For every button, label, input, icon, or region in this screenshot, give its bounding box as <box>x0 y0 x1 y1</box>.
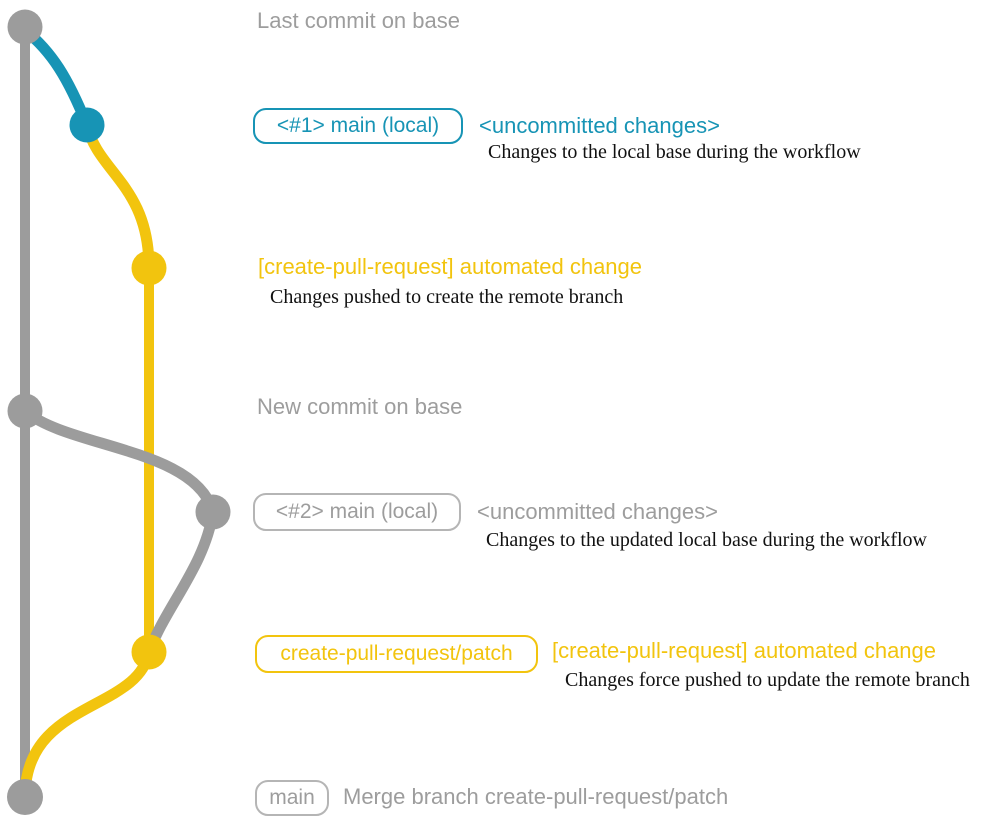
commit-dot-patch-2 <box>131 634 167 670</box>
commit-dot-new-base <box>7 393 43 429</box>
annotation-new-commit-on-base: New commit on base <box>257 394 463 419</box>
commit-title-automated-change-1: [create-pull-request] automated change <box>258 254 643 279</box>
annotation-last-commit-on-base: Last commit on base <box>257 8 460 33</box>
commit-dot-merge <box>7 779 43 815</box>
commit-dot-main-local-2 <box>195 494 231 530</box>
commit-desc-automated-change-2: Changes force pushed to update the remot… <box>565 669 970 691</box>
branch-tag-main: main <box>255 780 329 816</box>
branch-tag-main-text: main <box>269 786 315 809</box>
branch-tag-patch-text: create-pull-request/patch <box>280 642 513 665</box>
branch-curve-force-push <box>143 506 219 658</box>
commit-desc-uncommitted-1: Changes to the local base during the wor… <box>488 141 861 163</box>
annotation-merge-branch: Merge branch create-pull-request/patch <box>343 784 729 809</box>
commit-dot-patch-1 <box>131 250 167 286</box>
branch-tag-main-local-2-text: <#2> main (local) <box>275 500 439 523</box>
merge-curve-patch-to-base <box>19 646 155 803</box>
branch-tag-main-local-1-text: <#1> main (local) <box>276 114 440 137</box>
branch-curve-main-local-2 <box>19 405 219 518</box>
commit-desc-automated-change-1: Changes pushed to create the remote bran… <box>270 286 624 308</box>
branch-tag-main-local-1: <#1> main (local) <box>253 108 463 144</box>
commit-dot-last-base <box>7 9 43 45</box>
branch-tag-patch: create-pull-request/patch <box>255 635 538 673</box>
commit-title-uncommitted-2: <uncommitted changes> <box>477 499 718 524</box>
branch-tag-main-local-2: <#2> main (local) <box>253 493 461 531</box>
commit-title-uncommitted-1: <uncommitted changes> <box>479 113 720 138</box>
commit-desc-uncommitted-2: Changes to the updated local base during… <box>486 529 927 551</box>
branch-curve-patch-create <box>81 119 155 274</box>
commit-dot-main-local-1 <box>69 107 105 143</box>
commit-title-automated-change-2: [create-pull-request] automated change <box>552 638 937 663</box>
